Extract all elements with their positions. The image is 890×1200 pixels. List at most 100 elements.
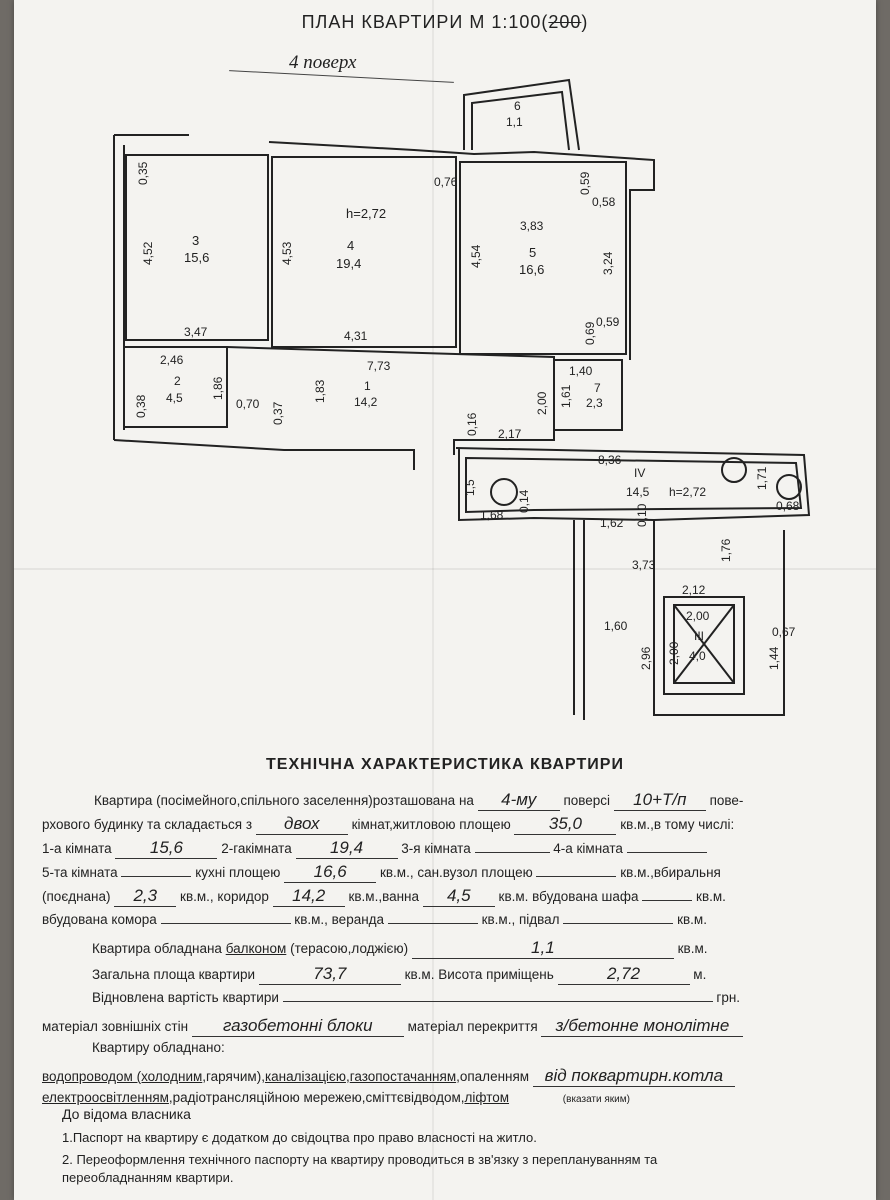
dim-8: 3,83 [520,219,544,233]
text: 4-а кімната [553,841,623,856]
text: кв.м.,вбиральня [620,865,721,880]
dim-25: 8,36 [598,453,622,467]
dim-13: 2,46 [160,353,184,367]
tech-row-1: Квартира (посімейного,спільного заселенн… [94,790,743,811]
text: ,гарячим), [202,1069,265,1084]
dim-20: 1,40 [569,364,593,378]
value-corridor: 14,2 [272,886,345,907]
text: , [345,1069,350,1084]
text: (терасою,лоджією) [290,941,409,956]
document-sheet: ПЛАН КВАРТИРИ М 1:100(200) 4 поверх [14,0,876,1200]
dim-26: 1,71 [755,466,769,490]
room-4-area: 19,4 [336,256,361,271]
tech-row-8: Загальна площа квартири 73,7 кв.м. Висот… [92,964,706,985]
text: кв.м., сан.вузол площею [379,865,533,880]
text: ,радіотрансляційною мережею,сміттєвідвод… [168,1090,465,1105]
dim-22: 2,00 [535,391,549,415]
height-label-1: h=2,72 [346,206,386,221]
note-2a: 2. Переоформлення технічного паспорту на… [62,1152,658,1167]
text: кв.м.,ванна [348,889,420,904]
dim-32: 3,73 [632,558,656,572]
text: (поєднана) [42,889,111,904]
dim-9: 4,54 [469,244,483,268]
value-ceiling: з/бетонне монолітне [541,1016,744,1037]
value-bath: 4,5 [422,886,495,907]
room-5-number: 5 [529,245,536,260]
dim-5: 0,76 [434,175,458,189]
tech-row-7: Квартира обладнана балконом (терасою,лод… [92,938,707,959]
dim-28: 0,14 [517,489,531,513]
room-6-area: 1,1 [506,115,523,129]
tech-row-3: 1-а кімната 15,6 2-гакімната 19,4 3-я кі… [42,838,707,859]
dim-29: 1,62 [600,516,624,530]
value-walls: газобетонні блоки [191,1016,404,1037]
plan-labels: 3 15,6 4 19,4 5 16,6 6 1,1 2 4,5 1 14,2 … [134,99,800,670]
text: кв.м., веранда [294,912,385,927]
dim-36: 1,60 [604,619,628,633]
dim-15: 0,38 [134,394,148,418]
room-III-area: 4,0 [689,649,706,663]
dim-10: 3,24 [601,251,615,275]
text: рхового будинку та складається з [42,817,253,832]
text: 5-та кімната [42,865,118,880]
value-balcony: балконом [225,941,287,956]
paper-fold-horizontal [14,568,876,570]
room-2-area: 4,5 [166,391,183,405]
dim-41: 1,5 [463,479,477,496]
note-1: 1.Паспорт на квартиру є додатком до свід… [62,1130,537,1145]
tech-section-title: ТЕХНІЧНА ХАРАКТЕРИСТИКА КВАРТИРИ [266,756,624,773]
dim-19: 7,73 [367,359,391,373]
text: 3-я кімната [401,841,471,856]
text: матеріал перекриття [407,1019,538,1034]
dim-40: 1,44 [767,646,781,670]
floor-plan: 3 15,6 4 19,4 5 16,6 6 1,1 2 4,5 1 14,2 … [113,78,811,720]
dim-11: 0,69 [583,321,597,345]
value-floor: 4-му [477,790,560,811]
dim-31: 0,68 [776,499,800,513]
tech-row-12: водопроводом (холодним,гарячим),каналіза… [42,1066,735,1087]
text: кв.м.,в тому числі: [620,817,735,832]
dim-24: 2,17 [498,427,522,441]
dim-34: 2,12 [682,583,706,597]
room-3-area: 15,6 [184,250,209,265]
dim-17: 0,37 [271,401,285,425]
dim-33: 1,76 [719,538,733,562]
title-suffix: ) [581,12,589,32]
text: м. [693,967,707,982]
tech-row-13: електроосвітленням,радіотрансляційною ме… [42,1090,630,1105]
text: 1-а кімната [42,841,112,856]
value-sewer: каналізацією [264,1069,346,1084]
note-2b: переобладнанням квартири. [62,1170,234,1185]
value-electricity: електроосвітленням [42,1090,169,1105]
title-prefix: ПЛАН КВАРТИРИ М 1:100( [301,12,549,32]
dim-2: 3,47 [184,325,208,339]
dim-1: 4,52 [141,241,155,265]
dim-23: 0,16 [465,412,479,436]
value-rooms-count: двох [255,814,348,835]
tech-row-6: вбудована комора кв.м., веранда кв.м., п… [42,912,707,927]
room-7-area: 2,3 [586,396,603,410]
tech-row-5: (поєднана) 2,3 кв.м., коридор 14,2 кв.м.… [42,886,726,907]
dim-3: 4,53 [280,241,294,265]
text: кв.м. Висота приміщень [404,967,554,982]
room-III-number: III [694,629,704,643]
room-IV-area: 14,5 [626,485,650,499]
value-total-area: 73,7 [258,964,401,985]
dim-21: 1,61 [559,384,573,408]
dim-7: 0,58 [592,195,616,209]
owner-heading: До відома власника [62,1106,191,1122]
text: ,опаленням [456,1069,530,1084]
text: Квартира обладнана [92,941,222,956]
text: кв.м. [696,889,726,904]
text: грн. [716,990,741,1005]
plan-walls [113,78,811,720]
tech-row-11: Квартиру обладнано: [92,1040,225,1055]
text: Загальна площа квартири [92,967,256,982]
tech-row-9: Відновлена вартість квартири грн. [92,990,740,1005]
dim-35: 2,00 [686,609,710,623]
room-3-number: 3 [192,233,199,248]
text: Квартира (посімейного,спільного заселенн… [94,793,474,808]
text: кв.м. [677,941,708,956]
dim-16: 0,70 [236,397,260,411]
value-height: 2,72 [557,964,690,985]
